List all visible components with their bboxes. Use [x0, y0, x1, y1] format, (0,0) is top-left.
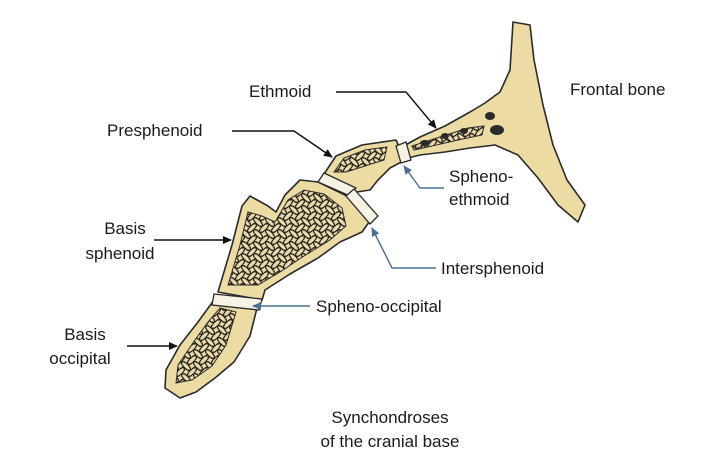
spheno-ethmoid-leader: [403, 165, 444, 189]
spheno-occipital-cartilage: [211, 293, 263, 311]
ethmoid-hole-1: [420, 140, 430, 146]
intersphenoid-leader: [371, 227, 436, 269]
intersphenoid-cartilage: [345, 188, 379, 225]
basis-occipital-label-line1: Basis: [64, 325, 106, 344]
presphenoid-leader: [232, 130, 333, 158]
spheno-ethmoid-label-line2: ethmoid: [449, 190, 510, 209]
caption-line2: of the cranial base: [320, 432, 460, 451]
ethmoid-hole-2: [441, 133, 449, 139]
caption-line1: Synchondroses: [331, 408, 449, 427]
spheno-ethmoid-cartilage: [395, 141, 412, 164]
spheno-ethmoid-label-line1: Spheno-: [449, 167, 514, 186]
intersphenoid-label: Intersphenoid: [441, 259, 545, 278]
ethmoid-leader: [336, 91, 437, 129]
basis-occipital-label-line2: occipital: [49, 349, 111, 368]
presphenoid-label: Presphenoid: [107, 121, 203, 140]
ethmoid-hole-3: [460, 128, 468, 134]
spheno-occipital-label: Spheno-occipital: [316, 297, 442, 316]
basis-sphenoid-label-line2: sphenoid: [85, 244, 155, 263]
frontal-hole-1: [485, 112, 495, 120]
frontal-bone-label: Frontal bone: [570, 80, 666, 99]
presphenoid-spongy: [333, 146, 388, 173]
ethmoid-label: Ethmoid: [249, 82, 312, 101]
basis-sphenoid-label-line1: Basis: [104, 219, 146, 238]
basis-occipital-spongy: [175, 307, 237, 384]
frontal-bone-shape: [399, 21, 586, 223]
basis-sphenoid-spongy: [227, 189, 347, 286]
frontal-hole-2: [490, 125, 504, 135]
presphenoid-cartilage: [317, 172, 357, 197]
